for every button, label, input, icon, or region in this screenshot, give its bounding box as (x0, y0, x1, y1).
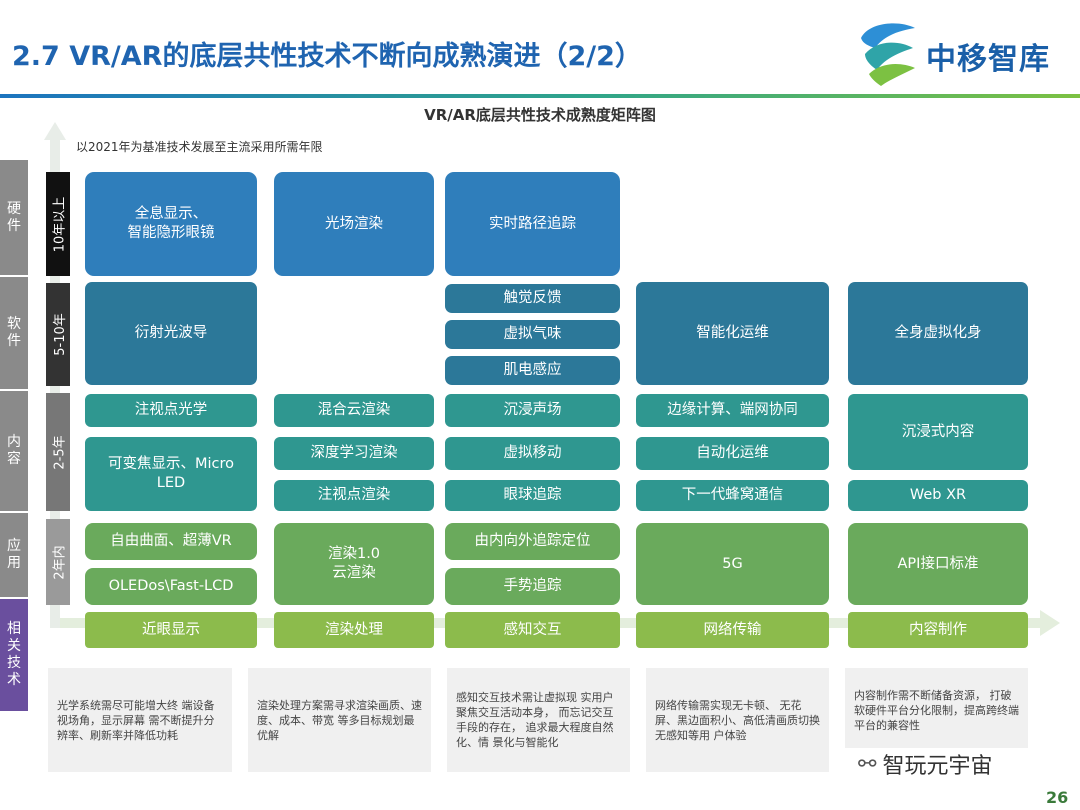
description-near-eye-display: 光学系统需尽可能增大终 端设备视场角，显示屏幕 需不断提升分辨率、刷新率并降低功… (48, 668, 232, 772)
tech-realtime-path-tracing: 实时路径追踪 (445, 172, 620, 276)
tech-virtual-smell: 虚拟气味 (445, 320, 620, 349)
tech-holographic-display: 全息显示、 智能隐形眼镜 (85, 172, 257, 276)
watermark-text: 智玩元宇宙 (882, 754, 993, 779)
tech-oledos-fast-lcd: OLEDos\Fast-LCD (85, 568, 257, 605)
tech-freeform-thin-vr: 自由曲面、超薄VR (85, 523, 257, 560)
category-related-tech: 相关 技术 (0, 599, 28, 711)
tech-varifocal-micro-led: 可变焦显示、Micro LED (85, 437, 257, 511)
tech-full-body-avatar: 全身虚拟化身 (848, 282, 1028, 385)
tech-edge-computing: 边缘计算、端网协同 (636, 394, 829, 427)
page-title: 2.7 VR/AR的底层共性技术不断向成熟演进（2/2） (12, 41, 642, 72)
tech-emg-sensing: 肌电感应 (445, 356, 620, 385)
tech-virtual-locomotion: 虚拟移动 (445, 437, 620, 470)
category-software: 软件 (0, 277, 28, 389)
china-mobile-logo-icon (861, 23, 915, 86)
band-within-2-years: 2年内 (46, 519, 70, 605)
band-10-plus-years: 10年以上 (46, 172, 70, 276)
tech-eye-tracking: 眼球追踪 (445, 480, 620, 511)
tech-hybrid-cloud-rendering: 混合云渲染 (274, 394, 434, 427)
tech-cloud-rendering: 渲染1.0 云渲染 (274, 523, 434, 605)
tech-inside-out-tracking: 由内向外追踪定位 (445, 523, 620, 560)
tech-intelligent-ops: 智能化运维 (636, 282, 829, 385)
logo-text: 中移智库 (926, 42, 1050, 77)
tech-diffractive-waveguide: 衍射光波导 (85, 282, 257, 385)
footer-rendering: 渲染处理 (274, 612, 434, 648)
description-content-production: 内容制作需不断储备资源， 打破软硬件平台分化限制，提高跨终端平台的兼容性 (845, 668, 1028, 748)
footer-network-transport: 网络传输 (636, 612, 829, 648)
tech-foveated-rendering: 注视点渲染 (274, 480, 434, 511)
band-5-10-years: 5-10年 (46, 283, 70, 386)
tech-api-standard: API接口标准 (848, 523, 1028, 605)
tech-web-xr: Web XR (848, 480, 1028, 511)
footer-perception-interaction: 感知交互 (445, 612, 620, 648)
tech-immersive-content: 沉浸式内容 (848, 394, 1028, 470)
tech-automated-ops: 自动化运维 (636, 437, 829, 470)
tech-light-field-rendering: 光场渲染 (274, 172, 434, 276)
category-hardware: 硬件 (0, 160, 28, 275)
tech-foveated-optics: 注视点光学 (85, 394, 257, 427)
page-number: 26 (1046, 788, 1069, 807)
tech-immersive-sound: 沉浸声场 (445, 394, 620, 427)
description-perception-interaction: 感知交互技术需让虚拟现 实用户聚焦交互活动本身， 而忘记交互手段的存在， 追求最… (447, 668, 630, 772)
description-rendering: 渲染处理方案需寻求渲染画质、速度、成本、带宽 等多目标规划最优解 (248, 668, 431, 772)
category-application: 应用 (0, 513, 28, 597)
header-divider (0, 94, 1080, 98)
description-network-transport: 网络传输需实现无卡顿、 无花屏、黑边面积小、高低清画质切换无感知等用 户体验 (646, 668, 829, 772)
tech-hand-tracking: 手势追踪 (445, 568, 620, 605)
wechat-icon: ⚯ (858, 751, 877, 777)
tech-deep-learning-rendering: 深度学习渲染 (274, 437, 434, 470)
tech-haptic-feedback: 触觉反馈 (445, 284, 620, 313)
footer-near-eye-display: 近眼显示 (85, 612, 257, 648)
category-content: 内容 (0, 391, 28, 511)
matrix-subtitle: VR/AR底层共性技术成熟度矩阵图 (424, 106, 656, 124)
band-2-5-years: 2-5年 (46, 393, 70, 511)
footer-content-production: 内容制作 (848, 612, 1028, 648)
tech-next-gen-cellular: 下一代蜂窝通信 (636, 480, 829, 511)
matrix-note: 以2021年为基准技术发展至主流采用所需年限 (76, 140, 323, 154)
watermark: ⚯ 智玩元宇宙 (858, 748, 992, 780)
tech-5g: 5G (636, 523, 829, 605)
